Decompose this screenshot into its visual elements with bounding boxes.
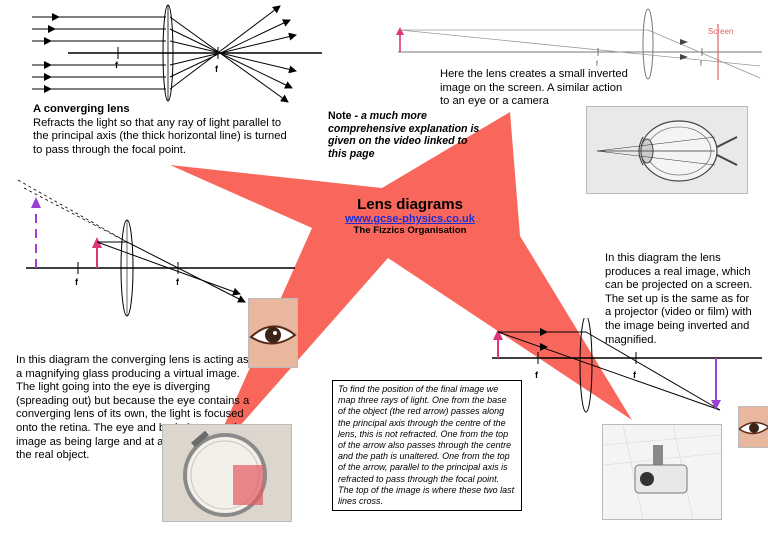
focal-label-p1: f: [535, 370, 539, 380]
website-link[interactable]: www.gcse-physics.co.uk: [345, 213, 475, 225]
magnifier-diagram: f f: [17, 179, 295, 317]
projector-text: In this diagram the lens produces a real…: [605, 252, 753, 346]
organisation-name: The Fizzics Organisation: [353, 225, 467, 236]
note-body: - a much more comprehensive explanation …: [328, 110, 480, 160]
method-text: To find the position of the final image …: [332, 380, 522, 512]
focal-label-m2: f: [176, 277, 180, 287]
focal-label-p2: f: [633, 370, 637, 380]
focal-label-left: f: [115, 60, 119, 70]
projector-image: [602, 424, 722, 520]
projector-diagram: f f: [492, 318, 762, 413]
small-image-diagram: Screen f f: [396, 8, 762, 80]
magnifying-glass-image: [162, 424, 292, 522]
title-block: Lens diagrams www.gcse-physics.co.uk The…: [330, 196, 490, 236]
small-image-text: Here the lens creates a small inverted i…: [440, 68, 628, 108]
page-title: Lens diagrams: [357, 196, 463, 213]
eye-diagram-image: [586, 106, 748, 194]
eye-closeup-image: [248, 298, 298, 368]
eye-closeup-image-right: [738, 406, 768, 448]
focal-label-s1: f: [596, 61, 598, 68]
converging-lens-diagram: f f: [32, 4, 322, 103]
focal-label-m1: f: [75, 277, 79, 287]
focal-label-right: f: [215, 64, 219, 74]
note-label: Note: [328, 110, 352, 122]
converging-lens-text: A converging lens Refracts the light so …: [33, 103, 295, 157]
screen-label: Screen: [708, 27, 733, 36]
note-text: Note - a much more comprehensive explana…: [328, 110, 488, 160]
converging-lens-heading: A converging lens: [33, 103, 130, 115]
focal-label-s2: f: [700, 61, 702, 68]
converging-lens-body: Refracts the light so that any ray of li…: [33, 116, 287, 156]
